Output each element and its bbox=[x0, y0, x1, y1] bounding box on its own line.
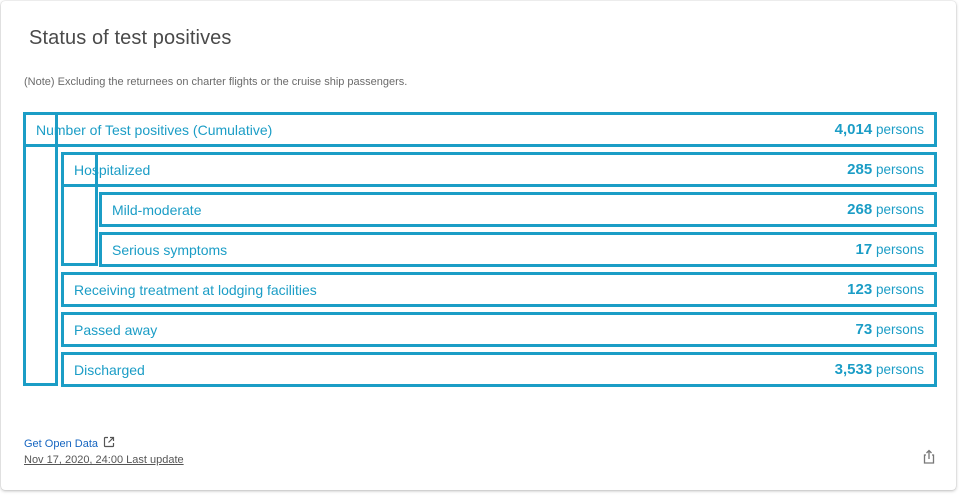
row-label: Serious symptoms bbox=[112, 241, 228, 258]
row-lodging-facilities: Receiving treatment at lodging facilitie… bbox=[61, 272, 937, 307]
row-value: 123 persons bbox=[847, 281, 924, 298]
status-card: Status of test positives (Note) Excludin… bbox=[1, 1, 956, 490]
get-open-data-link[interactable]: Get Open Data bbox=[24, 436, 115, 451]
row-value: 17 persons bbox=[855, 241, 924, 258]
external-link-icon bbox=[103, 436, 115, 451]
row-label: Discharged bbox=[74, 361, 145, 378]
card-note: (Note) Excluding the returnees on charte… bbox=[24, 76, 408, 88]
row-label: Receiving treatment at lodging facilitie… bbox=[74, 281, 317, 298]
row-discharged: Discharged 3,533 persons bbox=[61, 352, 937, 387]
row-label: Number of Test positives (Cumulative) bbox=[36, 121, 273, 138]
cumulative-bracket bbox=[23, 112, 58, 386]
row-serious-symptoms: Serious symptoms 17 persons bbox=[99, 232, 937, 267]
row-label: Passed away bbox=[74, 321, 158, 338]
row-value: 268 persons bbox=[847, 201, 924, 218]
share-icon[interactable] bbox=[921, 449, 937, 465]
get-open-data-label[interactable]: Get Open Data bbox=[24, 437, 98, 450]
row-hospitalized: Hospitalized 285 persons bbox=[61, 152, 937, 187]
row-value: 3,533 persons bbox=[834, 361, 924, 378]
row-label: Mild-moderate bbox=[112, 201, 202, 218]
row-mild-moderate: Mild-moderate 268 persons bbox=[99, 192, 937, 227]
row-cumulative: Number of Test positives (Cumulative) 4,… bbox=[23, 112, 937, 147]
row-value: 4,014 persons bbox=[834, 121, 924, 138]
row-value: 73 persons bbox=[855, 321, 924, 338]
card-title: Status of test positives bbox=[29, 27, 232, 49]
row-passed-away: Passed away 73 persons bbox=[61, 312, 937, 347]
row-value: 285 persons bbox=[847, 161, 924, 178]
row-label: Hospitalized bbox=[74, 161, 151, 178]
last-update-link[interactable]: Nov 17, 2020, 24:00 Last update bbox=[24, 454, 184, 466]
